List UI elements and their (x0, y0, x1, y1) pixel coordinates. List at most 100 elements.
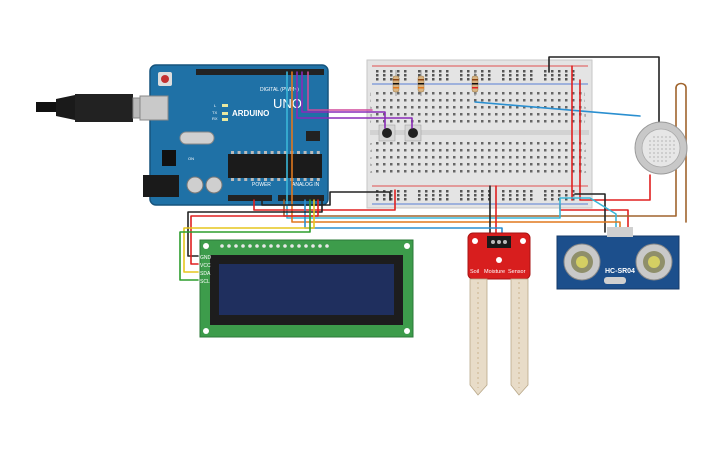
terminal-hole (383, 156, 386, 159)
mesh-dot (673, 140, 675, 142)
wire-black-gnd[interactable] (261, 191, 391, 206)
terminal-hole (558, 120, 561, 123)
resistor-3[interactable] (471, 70, 479, 96)
gas-sensor[interactable] (634, 121, 688, 175)
terminal-hole (551, 156, 554, 159)
terminal-hole (474, 99, 477, 102)
rail-hole (397, 194, 400, 197)
push-button-1[interactable] (378, 124, 396, 142)
row-letter-right: c (584, 155, 586, 160)
chip-pin (297, 178, 300, 181)
mesh-dot (657, 140, 659, 142)
lcd-mount-hole-tl (203, 243, 209, 249)
terminal-hole (390, 106, 393, 109)
rail-hole (404, 198, 407, 201)
terminal-hole (383, 170, 386, 173)
terminal-hole (404, 92, 407, 95)
wire-brown-loop[interactable] (675, 82, 687, 223)
reset-button-cap[interactable] (161, 75, 169, 83)
wire-yellow-lcd[interactable] (183, 199, 315, 273)
rail-hole (481, 70, 484, 73)
digital-header[interactable] (196, 69, 324, 75)
terminal-hole (502, 113, 505, 116)
rail-hole (509, 78, 512, 81)
terminal-hole (495, 92, 498, 95)
terminal-hole (411, 92, 414, 95)
resistor-2[interactable] (417, 70, 425, 96)
terminal-hole (481, 142, 484, 145)
terminal-hole (460, 163, 463, 166)
wire-purple-1[interactable] (301, 71, 386, 129)
power-header[interactable] (228, 195, 272, 201)
terminal-hole (390, 142, 393, 145)
rail-hole (565, 74, 568, 77)
terminal-hole (383, 163, 386, 166)
rail-hole (446, 190, 449, 193)
terminal-hole (404, 113, 407, 116)
wire-red-gas[interactable] (579, 79, 651, 201)
wire-blue-gas[interactable] (474, 101, 641, 117)
terminal-hole (418, 113, 421, 116)
mesh-dot (661, 136, 663, 138)
lcd-pin-scl: SCL (200, 279, 210, 285)
l-label: L (214, 103, 217, 108)
wire-black-gas[interactable] (548, 56, 660, 123)
soil-moisture-sensor[interactable]: Soil Moisture Sensor (467, 232, 531, 396)
analog-header[interactable] (278, 195, 324, 201)
terminal-hole (544, 92, 547, 95)
wire-red-5v[interactable] (253, 189, 396, 211)
rail-hole (516, 74, 519, 77)
wire-black-hcsr[interactable] (574, 193, 606, 233)
row-letter-right: i (584, 98, 585, 103)
row-letter-right: e (584, 141, 587, 146)
terminal-hole (432, 99, 435, 102)
mesh-dot (657, 144, 659, 146)
lcd-i2c-display[interactable]: GND VCC SDA SCL (199, 239, 414, 338)
terminal-hole (516, 142, 519, 145)
wire-purple-2[interactable] (296, 71, 413, 129)
terminal-hole (502, 142, 505, 145)
rail-hole (523, 194, 526, 197)
terminal-hole (537, 99, 540, 102)
rail-hole (523, 70, 526, 73)
terminal-hole (551, 170, 554, 173)
wire-green-lcd[interactable] (179, 199, 311, 281)
lcd-header-pin (248, 244, 252, 248)
terminal-hole (551, 142, 554, 145)
wire-red-lcd[interactable] (190, 199, 319, 265)
wire-cyan[interactable] (286, 71, 617, 233)
terminal-hole (544, 149, 547, 152)
terminal-hole (488, 142, 491, 145)
terminal-hole (376, 120, 379, 123)
push-button-2[interactable] (404, 124, 422, 142)
arduino-uno-board[interactable]: ARDUINO UNO DIGITAL (PWM~) POWER ANALOG … (139, 64, 329, 206)
terminal-hole (481, 106, 484, 109)
soil-sensor-logo (496, 257, 502, 263)
terminal-hole (425, 99, 428, 102)
ultrasonic-sensor-hc-sr04[interactable]: HC-SR04 (556, 227, 680, 290)
rail-hole (530, 70, 533, 73)
rail-hole (516, 78, 519, 81)
rail-hole (432, 190, 435, 193)
rail-hole (390, 190, 393, 193)
terminal-hole (432, 92, 435, 95)
gas-sensor-mesh (641, 128, 681, 168)
lcd-header-pin (241, 244, 245, 248)
terminal-hole (446, 99, 449, 102)
rail-hole (516, 194, 519, 197)
terminal-hole (432, 163, 435, 166)
terminal-hole (467, 163, 470, 166)
rail-hole (551, 70, 554, 73)
terminal-hole (516, 92, 519, 95)
usb-cable[interactable] (36, 94, 156, 122)
wire-pink[interactable] (307, 71, 373, 111)
wire-blue-soil[interactable] (304, 199, 503, 237)
terminal-hole (509, 156, 512, 159)
capacitor-1 (186, 176, 204, 194)
terminal-hole (439, 163, 442, 166)
resistor-1[interactable] (392, 70, 400, 96)
terminal-hole (502, 156, 505, 159)
terminal-hole (488, 99, 491, 102)
chip-pin (310, 178, 314, 181)
